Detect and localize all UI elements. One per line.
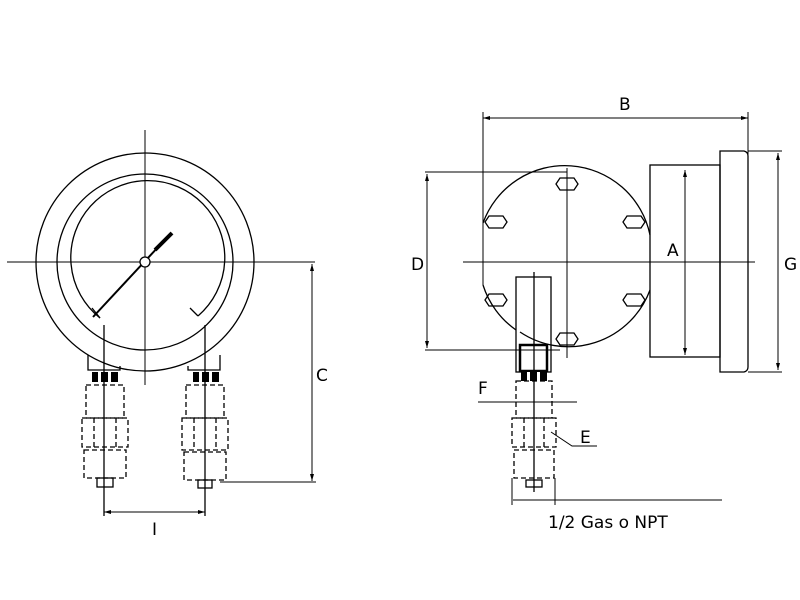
- flange-bolt-holes: [484, 177, 646, 346]
- label-A: A: [667, 241, 679, 261]
- label-connection: 1/2 Gas o NPT: [548, 513, 668, 533]
- label-D: D: [411, 255, 424, 275]
- side-fitting: [511, 272, 557, 505]
- side-view: B A G D: [411, 95, 797, 533]
- label-B: B: [619, 95, 631, 115]
- front-view: I C: [7, 130, 328, 540]
- gauge-dial: [70, 179, 226, 319]
- left-fitting: [81, 325, 129, 516]
- leader-E: [550, 431, 597, 447]
- right-fitting: [181, 325, 229, 516]
- gauge-bezel-side: [719, 150, 749, 373]
- label-E: E: [580, 428, 591, 448]
- label-G: G: [784, 255, 797, 275]
- right-lug: [187, 355, 221, 371]
- label-C: C: [316, 366, 328, 386]
- process-flange: [482, 165, 651, 348]
- gauge-pointer: [92, 231, 174, 318]
- label-I: I: [152, 520, 157, 540]
- label-F: F: [478, 379, 488, 399]
